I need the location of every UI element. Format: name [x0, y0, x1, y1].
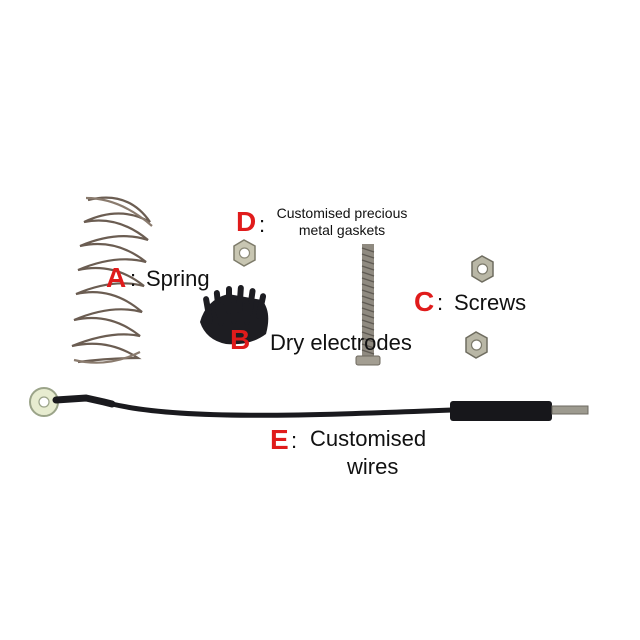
part-sep-e: :: [291, 428, 298, 453]
part-letter-b: B: [230, 324, 251, 355]
spring-image: [71, 196, 153, 364]
long-screw-image: [355, 244, 381, 366]
wires-label-line2: wires: [347, 454, 399, 479]
gasket-image: [233, 239, 256, 267]
part-sep-c: :: [437, 290, 444, 315]
wires-label-line1: Customised: [310, 426, 427, 451]
spring-label: Spring: [146, 266, 210, 291]
part-sep-d: :: [259, 212, 266, 237]
part-letter-a: A: [106, 262, 127, 293]
electrodes-label: Dry electrodes: [270, 330, 412, 355]
part-letter-c: C: [414, 286, 435, 317]
part-letter-e: E: [270, 424, 289, 455]
screws-label: Screws: [454, 290, 527, 315]
nut-top-image: [471, 255, 494, 283]
wire-image: [29, 387, 589, 421]
gasket-label-line1: Customised precious: [276, 205, 408, 221]
part-letter-d: D: [236, 206, 257, 237]
nut-bottom-image: [465, 331, 488, 359]
gasket-label-line2: metal gaskets: [298, 222, 386, 238]
dry-electrode-image: [200, 285, 269, 345]
part-sep-a: :: [130, 266, 137, 291]
